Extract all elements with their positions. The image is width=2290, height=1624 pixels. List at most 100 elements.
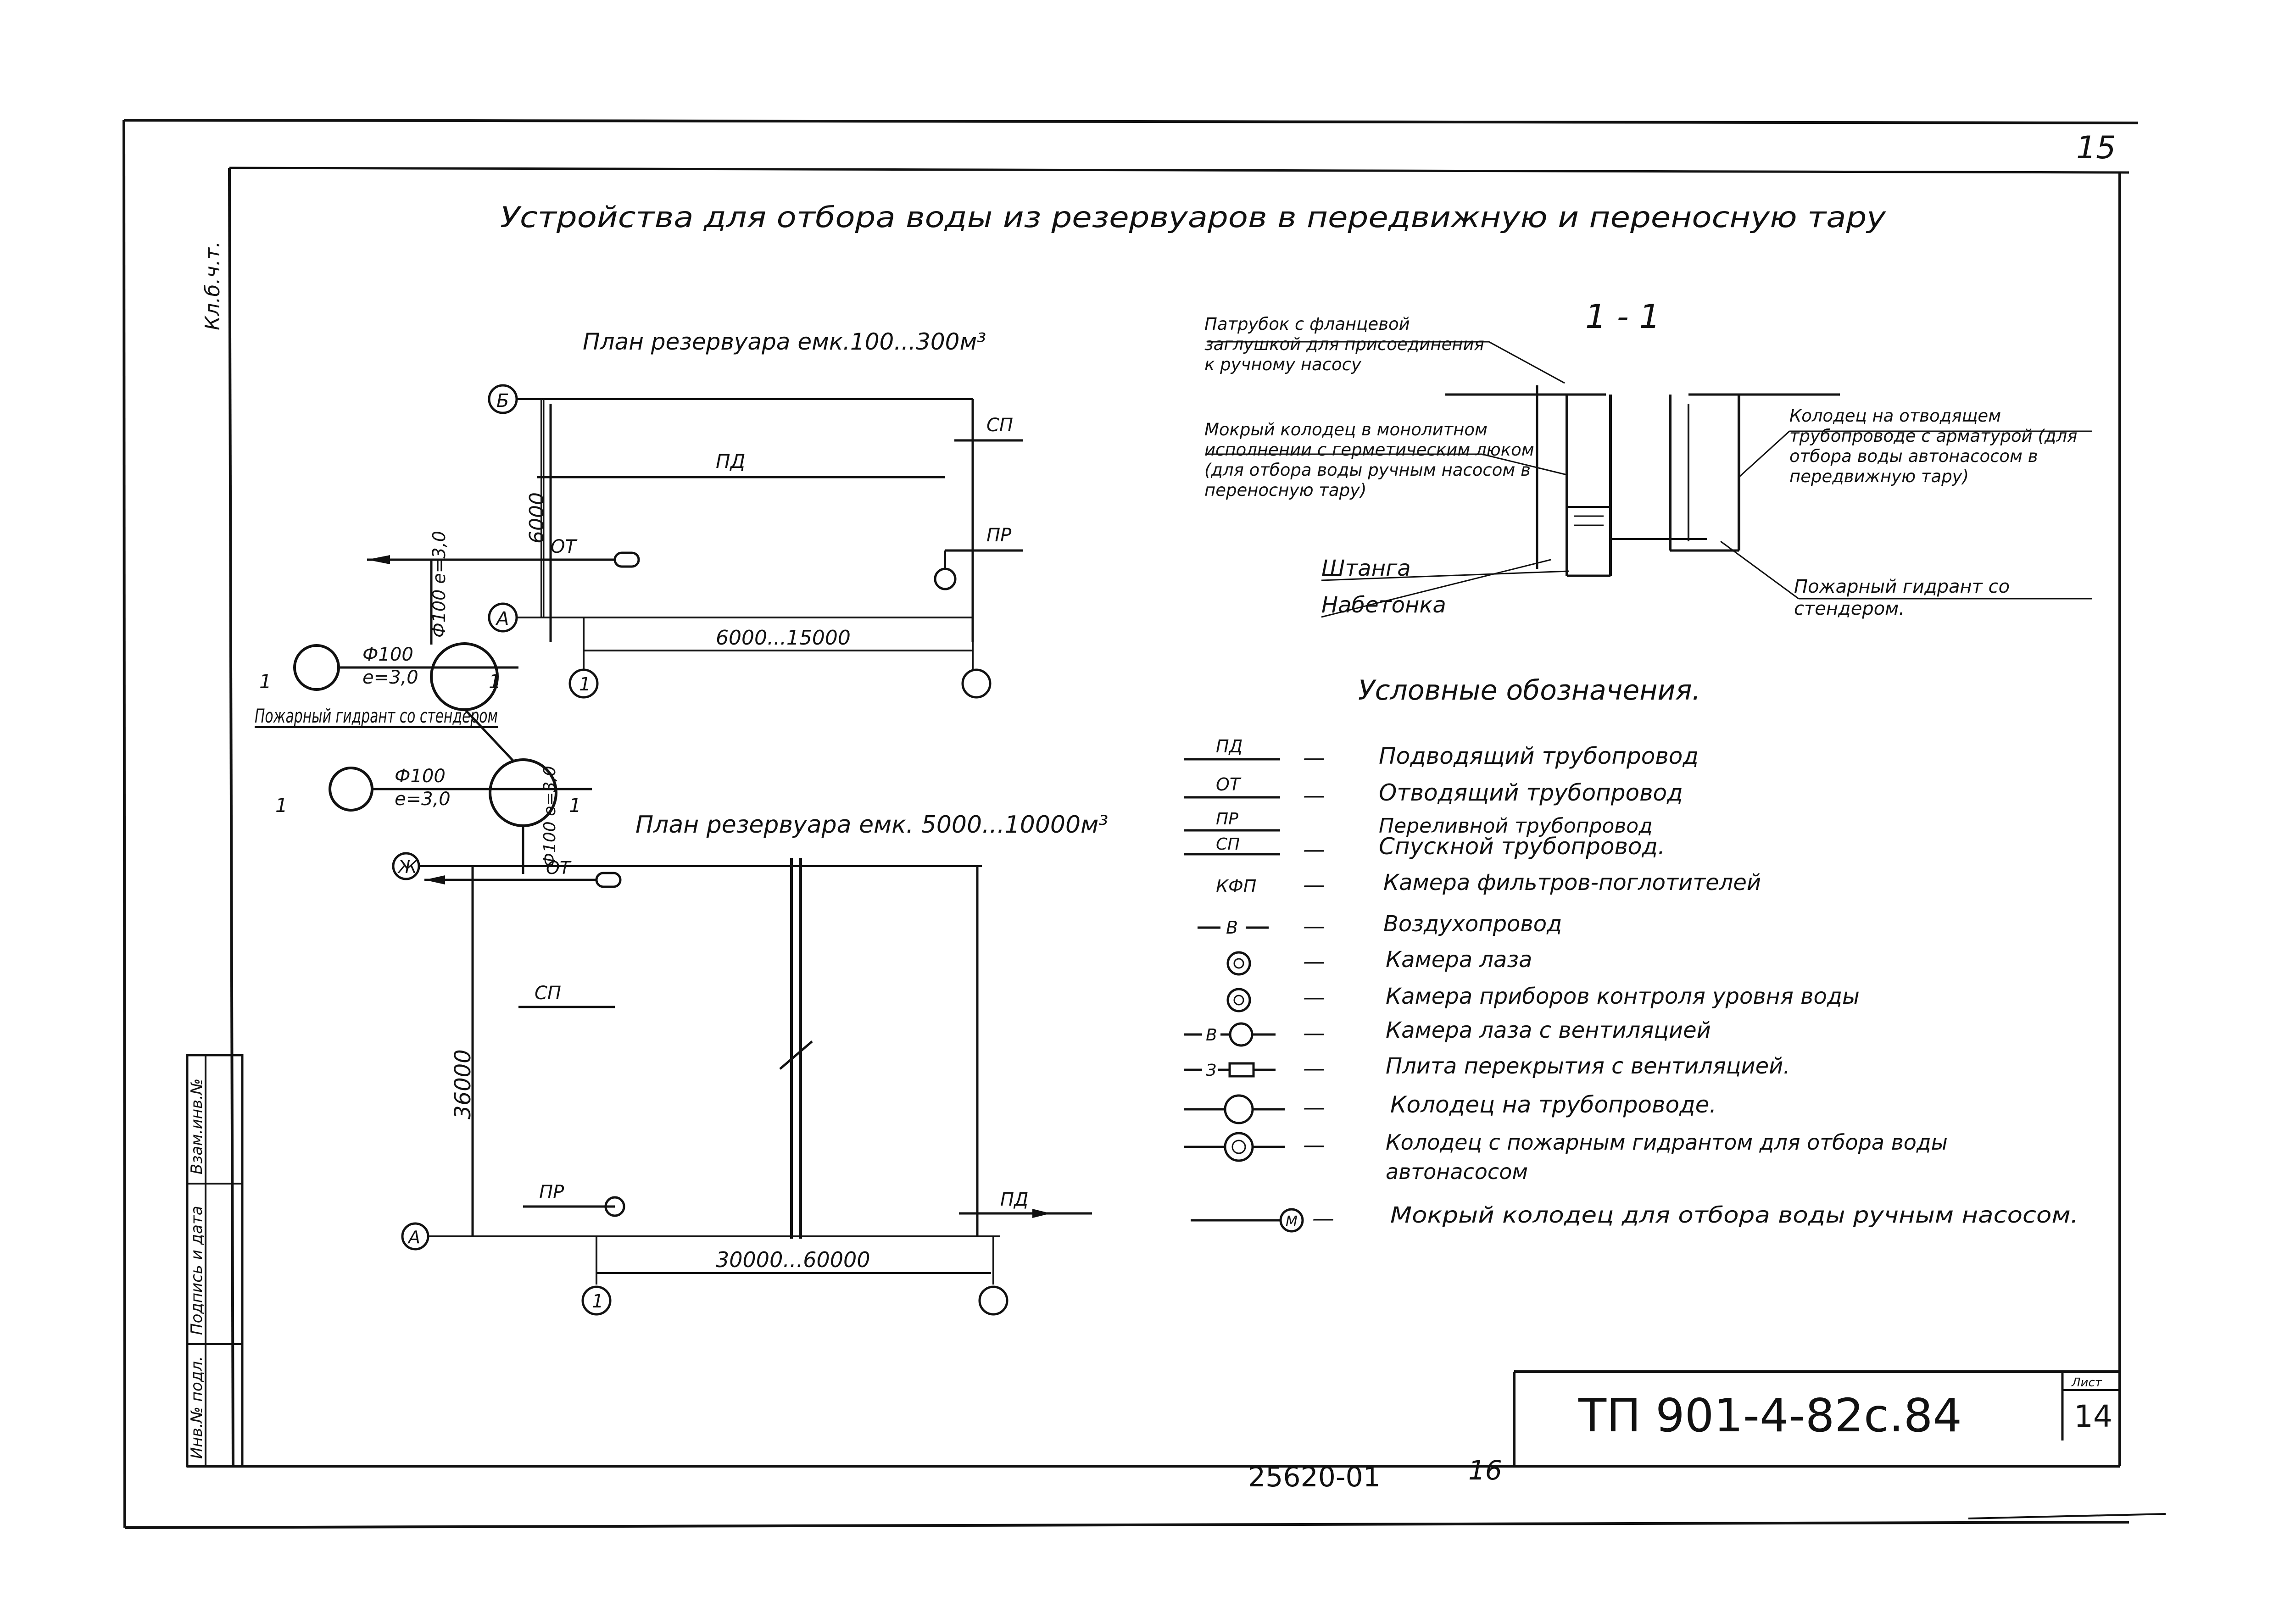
section-1-1: 1 - 1 <box>1207 297 2092 618</box>
axis-label: А <box>407 1227 420 1247</box>
legend-title: Условные обозначения. <box>1358 674 1701 706</box>
axis-label: 1 <box>579 674 591 695</box>
legend-item: ПР Переливной трубопровод <box>1184 810 1653 838</box>
legend-symbol: СП <box>1216 835 1240 854</box>
footer-sheet: 16 <box>1468 1455 1502 1486</box>
legend-text: Камера приборов контроля уровня воды <box>1386 984 1860 1009</box>
section-mark: 1 <box>275 794 288 817</box>
pipe-label-sp: СП <box>535 983 561 1004</box>
axis-label: 1 <box>592 1291 603 1312</box>
legend-text: Колодец на трубопроводе. <box>1390 1091 1716 1118</box>
axis-label: Ж <box>397 857 418 877</box>
legend-text-box: Колодец с пожарным гидрантом для отбора … <box>1386 1130 1948 1184</box>
strip-col: Инв.№ подл. <box>188 1356 206 1459</box>
legend-item: ОТ — Отводящий трубопровод <box>1184 774 1683 808</box>
callout-concrete: Набетонка <box>1321 592 1446 618</box>
legend: Условные обозначения. ПД — Подводящий тр… <box>1184 674 2078 1233</box>
plan-small: План резервуара емк.100...300м³ Б А 1 60… <box>367 328 1023 699</box>
hydrant1-e: е=3,0 <box>362 667 418 688</box>
side-label: Кл.б.ч.т. <box>201 241 224 330</box>
legend-symbol: В <box>1226 918 1238 938</box>
plan-small-title: План резервуара емк.100...300м³ <box>583 328 986 355</box>
callout-rod: Штанга <box>1321 556 1411 581</box>
legend-item: — Камера приборов контроля уровня воды <box>1226 984 1860 1012</box>
legend-item: — Колодец с пожарным гидрантом для отбор… <box>1184 1130 1948 1184</box>
strip-col: Подпись и дата <box>188 1206 206 1335</box>
section-mark: 1 <box>259 670 272 693</box>
callout-box: Колодец на отводящем трубопроводе с арма… <box>1789 406 2078 486</box>
legend-item: В — Камера лаза с вентиляцией <box>1184 1018 1711 1047</box>
legend-dash: — <box>1303 1020 1325 1046</box>
legend-dash: — <box>1303 1095 1325 1120</box>
plan-large-title: План резервуара емк. 5000...10000м³ <box>635 811 1108 839</box>
callout-hydrant: Пожарный гидрант со стендером. <box>1794 576 2010 619</box>
pipe-label-pr: ПР <box>986 525 1012 546</box>
strip-col: Взам.инв.№ <box>188 1079 206 1174</box>
callout-outlet-well: Колодец на отводящем трубопроводе с арма… <box>1789 406 2078 486</box>
callout-wet-well: Мокрый колодец в монолитном исполнении с… <box>1204 420 1534 500</box>
legend-dash: — <box>1303 949 1325 974</box>
legend-item: КФП — Камера фильтров-поглотителей <box>1216 870 1761 898</box>
legend-symbol: ОТ <box>1216 774 1242 795</box>
title-block: ТП 901-4-82с.84 Лист 14 <box>1513 1370 2120 1466</box>
pipe-label-pd: ПД <box>716 450 745 473</box>
legend-text: Мокрый колодец для отбора воды ручным на… <box>1390 1202 2078 1228</box>
legend-item: СП — Спускной трубопровод. <box>1184 833 1665 862</box>
dimension-vertical: 36000 <box>450 1049 476 1119</box>
legend-dash: — <box>1303 837 1325 862</box>
legend-symbol: КФП <box>1216 876 1256 896</box>
legend-text: Плита перекрытия с вентиляцией. <box>1386 1053 1790 1079</box>
legend-item: — Колодец на трубопроводе. <box>1184 1091 1716 1124</box>
legend-dash: — <box>1303 872 1325 898</box>
pipe-label-sp: СП <box>986 415 1013 436</box>
legend-text: Камера лаза <box>1386 947 1532 973</box>
hydrant-group: Ф100 е=3,0 1 1 Пожарный гидрант со стенд… <box>255 560 592 874</box>
legend-text: Камера фильтров-поглотителей <box>1383 870 1761 895</box>
hydrant-label: Пожарный гидрант со стендером <box>255 705 498 727</box>
pipe-label-ot: ОТ <box>551 536 578 557</box>
hydrant2-size: Ф100 <box>395 766 446 787</box>
approval-strip: Взам.инв.№ Подпись и дата Инв.№ подл. <box>186 1054 244 1468</box>
legend-text: Колодец с пожарным гидрантом для отбора … <box>1386 1130 1948 1184</box>
legend-item: ПД — Подводящий трубопровод <box>1184 736 1699 771</box>
legend-dash: — <box>1303 1056 1325 1081</box>
legend-dash: — <box>1303 913 1325 939</box>
hydrant1-size: Ф100 <box>362 644 413 665</box>
legend-item: М — Мокрый колодец для отбора воды ручны… <box>1191 1202 2078 1233</box>
legend-item: В — Воздухопровод <box>1198 911 1562 939</box>
section-mark: 1 <box>569 794 581 817</box>
hydrant2-e: е=3,0 <box>395 789 451 810</box>
legend-text: Подводящий трубопровод <box>1379 743 1699 769</box>
callout-box: Мокрый колодец в монолитном исполнении с… <box>1204 420 1534 500</box>
legend-dash: — <box>1303 984 1325 1010</box>
callout-box: Патрубок с фланцевой заглушкой для присо… <box>1204 314 1484 374</box>
legend-dash: — <box>1303 1132 1325 1158</box>
section-title: 1 - 1 <box>1585 297 1660 336</box>
legend-symbol: З <box>1206 1061 1216 1080</box>
pipe-label-ot: ОТ <box>546 858 572 878</box>
pipe-label-pd: ПД <box>1000 1189 1028 1210</box>
legend-text: Спускной трубопровод. <box>1379 833 1665 860</box>
sheet-frame <box>123 119 2139 1529</box>
legend-text: Камера лаза с вентиляцией <box>1386 1018 1711 1043</box>
drawing-title: Устройства для отбора воды из резервуаро… <box>500 200 1886 234</box>
footer-code: 25620-01 <box>1248 1461 1381 1493</box>
legend-text: Переливной трубопровод <box>1379 814 1653 838</box>
axis-label: А <box>495 608 509 629</box>
pipe-size-vertical: Ф100 е=3,0 <box>540 766 559 867</box>
legend-symbol: М <box>1286 1213 1298 1229</box>
dimension-horizontal: 6000...15000 <box>716 626 851 650</box>
section-mark: 1 <box>489 670 501 693</box>
pipe-label-pr: ПР <box>539 1182 564 1203</box>
legend-dash: — <box>1303 745 1325 771</box>
legend-text: Воздухопровод <box>1383 911 1562 937</box>
legend-symbol: ПР <box>1216 810 1238 829</box>
legend-symbol: ПД <box>1216 736 1243 756</box>
doc-code: ТП 901-4-82с.84 <box>1578 1389 1962 1442</box>
legend-item: — Камера лаза <box>1226 947 1532 976</box>
axis-label: Б <box>496 390 509 412</box>
dimension-horizontal: 30000...60000 <box>716 1247 870 1272</box>
sheet-label: Лист <box>2071 1376 2102 1390</box>
legend-text: Отводящий трубопровод <box>1379 779 1683 806</box>
